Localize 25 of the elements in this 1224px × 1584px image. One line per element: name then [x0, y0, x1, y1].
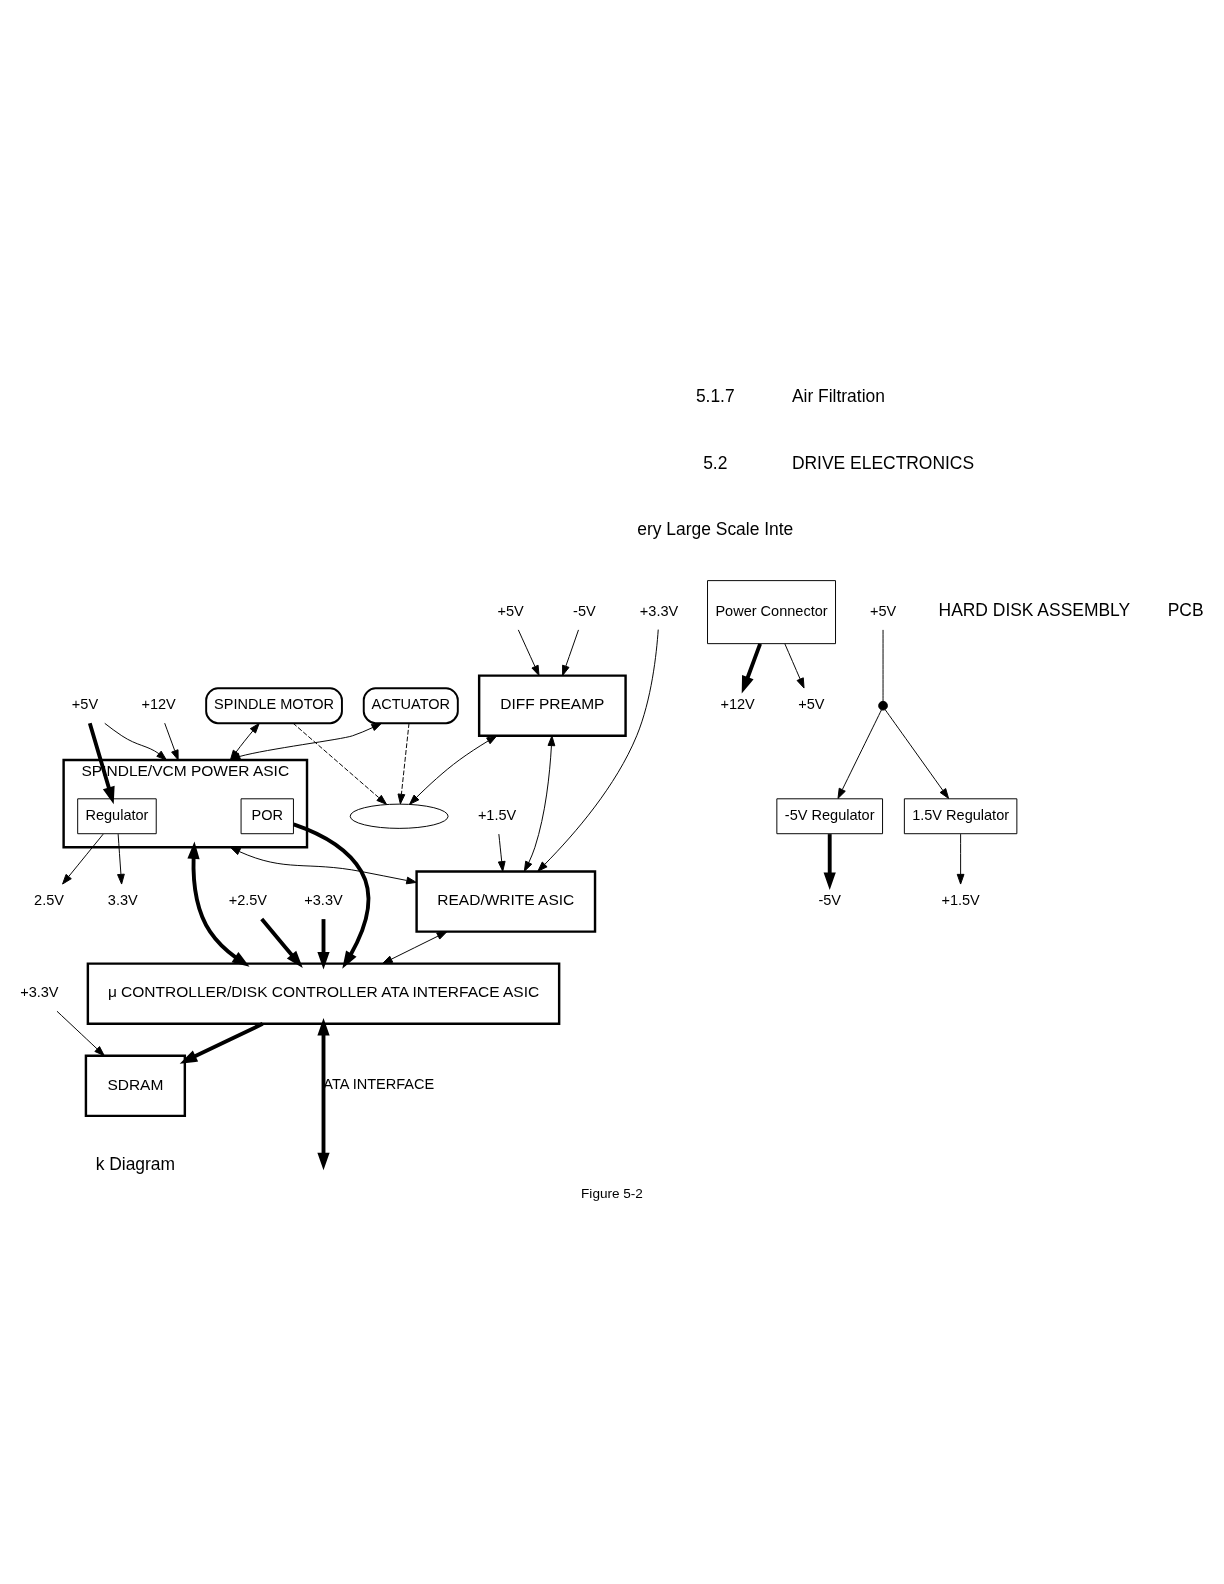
node-text: -5V [573, 602, 596, 619]
node-text: 2.5V [34, 891, 65, 908]
node-text: +5V [869, 602, 897, 619]
node-text: 3.3V [107, 891, 138, 908]
label: k Diagram [95, 1153, 176, 1174]
node-text: +5V [798, 695, 825, 712]
node-text: +12V [141, 695, 176, 712]
label: DRIVE ELECTRONICS [791, 452, 975, 473]
node-text: +12V [720, 695, 755, 712]
node-text: +2.5V [228, 891, 268, 908]
node-text: +3.3V [20, 983, 59, 1000]
label: Air Filtration [791, 385, 885, 406]
label: ery Large Scale Inte [637, 518, 794, 539]
node-text: +1.5V [941, 891, 980, 908]
label: 5.2 [703, 452, 728, 473]
label: 5.1.7 [695, 385, 735, 406]
label: HARD DISK ASSEMBLY [938, 599, 1131, 620]
label: PCB [1167, 599, 1204, 620]
node-text: +3.3V [304, 891, 343, 908]
node-text: -5V [818, 891, 842, 908]
node-text: +5V [71, 695, 99, 712]
caption: Figure 5-2 [581, 1185, 643, 1201]
node-text: +5V [497, 602, 524, 619]
node-text: +1.5V [477, 806, 517, 823]
node-text: +3.3V [639, 602, 679, 619]
